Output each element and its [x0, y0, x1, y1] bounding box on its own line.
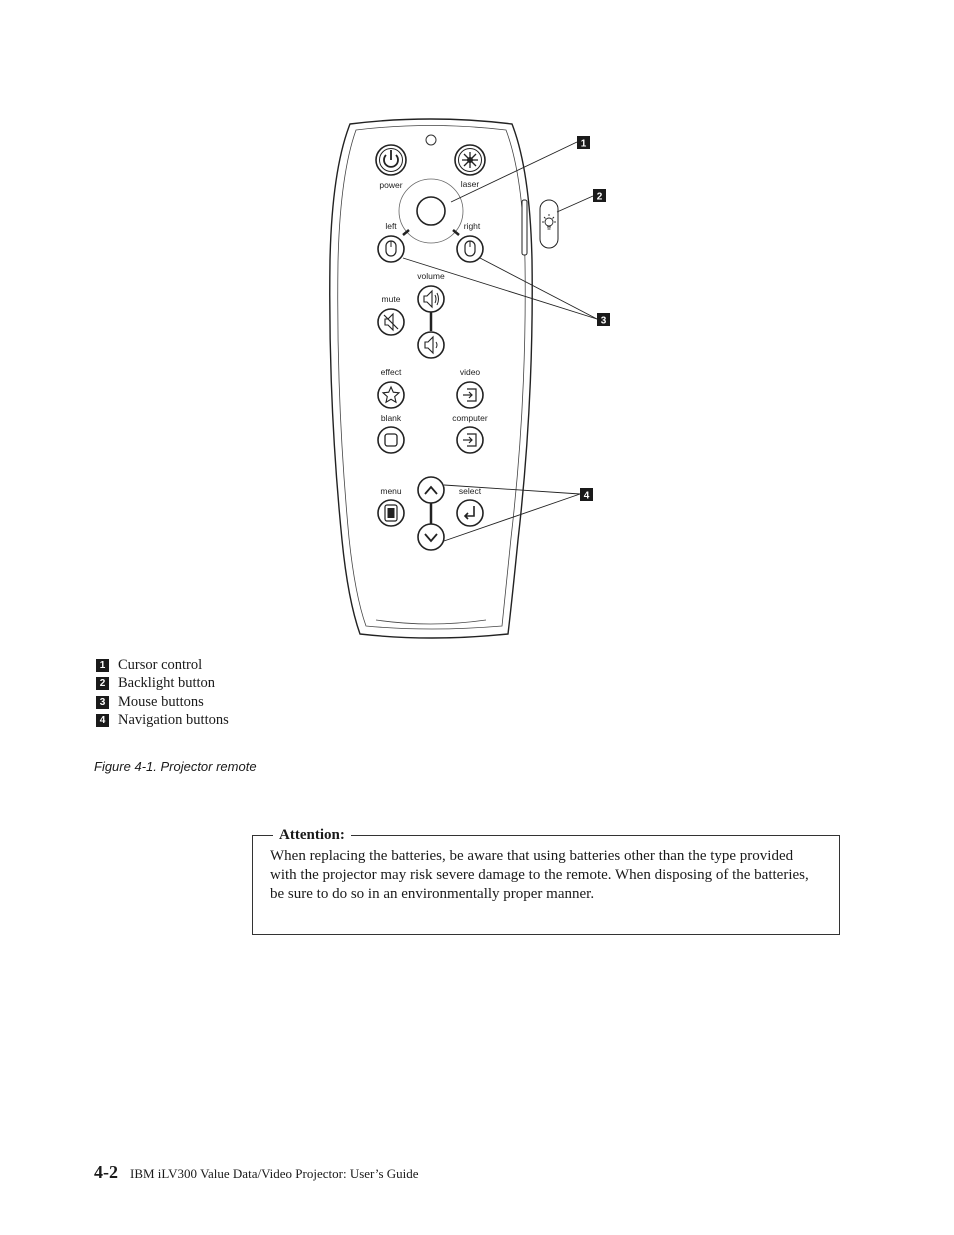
- blank-button: [377, 426, 405, 454]
- volume-up-button: [417, 285, 445, 313]
- legend-text: Mouse buttons: [118, 693, 204, 710]
- page-footer: 4-2 IBM iLV300 Value Data/Video Projecto…: [94, 1162, 419, 1183]
- source-input-icon: [463, 388, 477, 402]
- callout-3: 3: [597, 313, 610, 327]
- mute-label: mute: [382, 294, 401, 304]
- right-mouse-button: [456, 235, 484, 263]
- svg-text:1: 1: [581, 139, 587, 150]
- projector-remote-figure: power laser left right volume: [329, 118, 610, 639]
- svg-text:4: 4: [584, 491, 590, 502]
- video-label: video: [460, 367, 481, 377]
- menu-button: [377, 499, 405, 527]
- right-label: right: [464, 221, 481, 231]
- legend-text: Navigation buttons: [118, 712, 229, 729]
- volume-label: volume: [417, 271, 445, 281]
- laser-label: laser: [461, 179, 480, 189]
- chevron-down-icon: [424, 533, 438, 543]
- power-icon: [383, 154, 399, 168]
- legend-number: 1: [96, 658, 109, 672]
- svg-text:3: 3: [601, 316, 607, 327]
- page-number: 4-2: [94, 1162, 118, 1182]
- nav-down-button: [417, 523, 445, 551]
- laser-button: [454, 144, 486, 176]
- figure-legend: 1 Cursor control 2 Backlight button 3 Mo…: [96, 656, 229, 730]
- effect-button: [377, 381, 405, 409]
- legend-item: 4 Navigation buttons: [96, 712, 229, 731]
- effect-label: effect: [381, 367, 402, 377]
- attention-notice: Attention: When replacing the batteries,…: [252, 827, 840, 935]
- computer-button: [456, 426, 484, 454]
- nav-up-button: [417, 476, 445, 504]
- legend-number: 2: [96, 677, 109, 691]
- left-mouse-button: [377, 235, 405, 263]
- callout-2: 2: [593, 189, 606, 203]
- computer-label: computer: [452, 413, 488, 423]
- callout-leaders: [402, 141, 598, 542]
- light-bulb-icon: [542, 214, 556, 230]
- speaker-icon: [424, 335, 434, 355]
- power-label: power: [379, 180, 402, 190]
- legend-number: 4: [96, 714, 109, 728]
- legend-text: Backlight button: [118, 675, 216, 692]
- legend-item: 1 Cursor control: [96, 656, 229, 675]
- speaker-loud-icon: [423, 289, 433, 309]
- chevron-up-icon: [424, 485, 438, 495]
- backlight-side-key: [521, 199, 528, 256]
- legend-item: 2 Backlight button: [96, 675, 229, 694]
- attention-title: Attention:: [273, 827, 351, 843]
- star-icon: [381, 385, 401, 404]
- legend-text: Cursor control: [118, 656, 203, 673]
- attention-body: When replacing the batteries, be aware t…: [270, 848, 809, 902]
- legend-number: 3: [96, 695, 109, 709]
- select-label: select: [459, 486, 482, 496]
- cursor-control: [398, 178, 464, 244]
- led-indicator: [425, 134, 437, 146]
- video-button: [456, 381, 484, 409]
- callout-1: 1: [577, 136, 590, 150]
- volume-down-button: [417, 331, 445, 359]
- mute-button: [377, 308, 405, 336]
- power-button: [375, 144, 407, 176]
- document-title: IBM iLV300 Value Data/Video Projector: U…: [130, 1166, 419, 1181]
- legend-item: 3 Mouse buttons: [96, 693, 229, 712]
- blank-screen-icon: [384, 433, 398, 447]
- left-label: left: [385, 221, 397, 231]
- backlight-detail: [539, 199, 559, 249]
- callout-4: 4: [580, 488, 593, 502]
- blank-label: blank: [381, 413, 402, 423]
- svg-text:2: 2: [597, 192, 603, 203]
- source-input-icon: [463, 433, 477, 447]
- menu-label: menu: [380, 486, 402, 496]
- enter-icon: [463, 506, 475, 520]
- select-button: [456, 499, 484, 527]
- figure-caption: Figure 4-1. Projector remote: [94, 759, 257, 774]
